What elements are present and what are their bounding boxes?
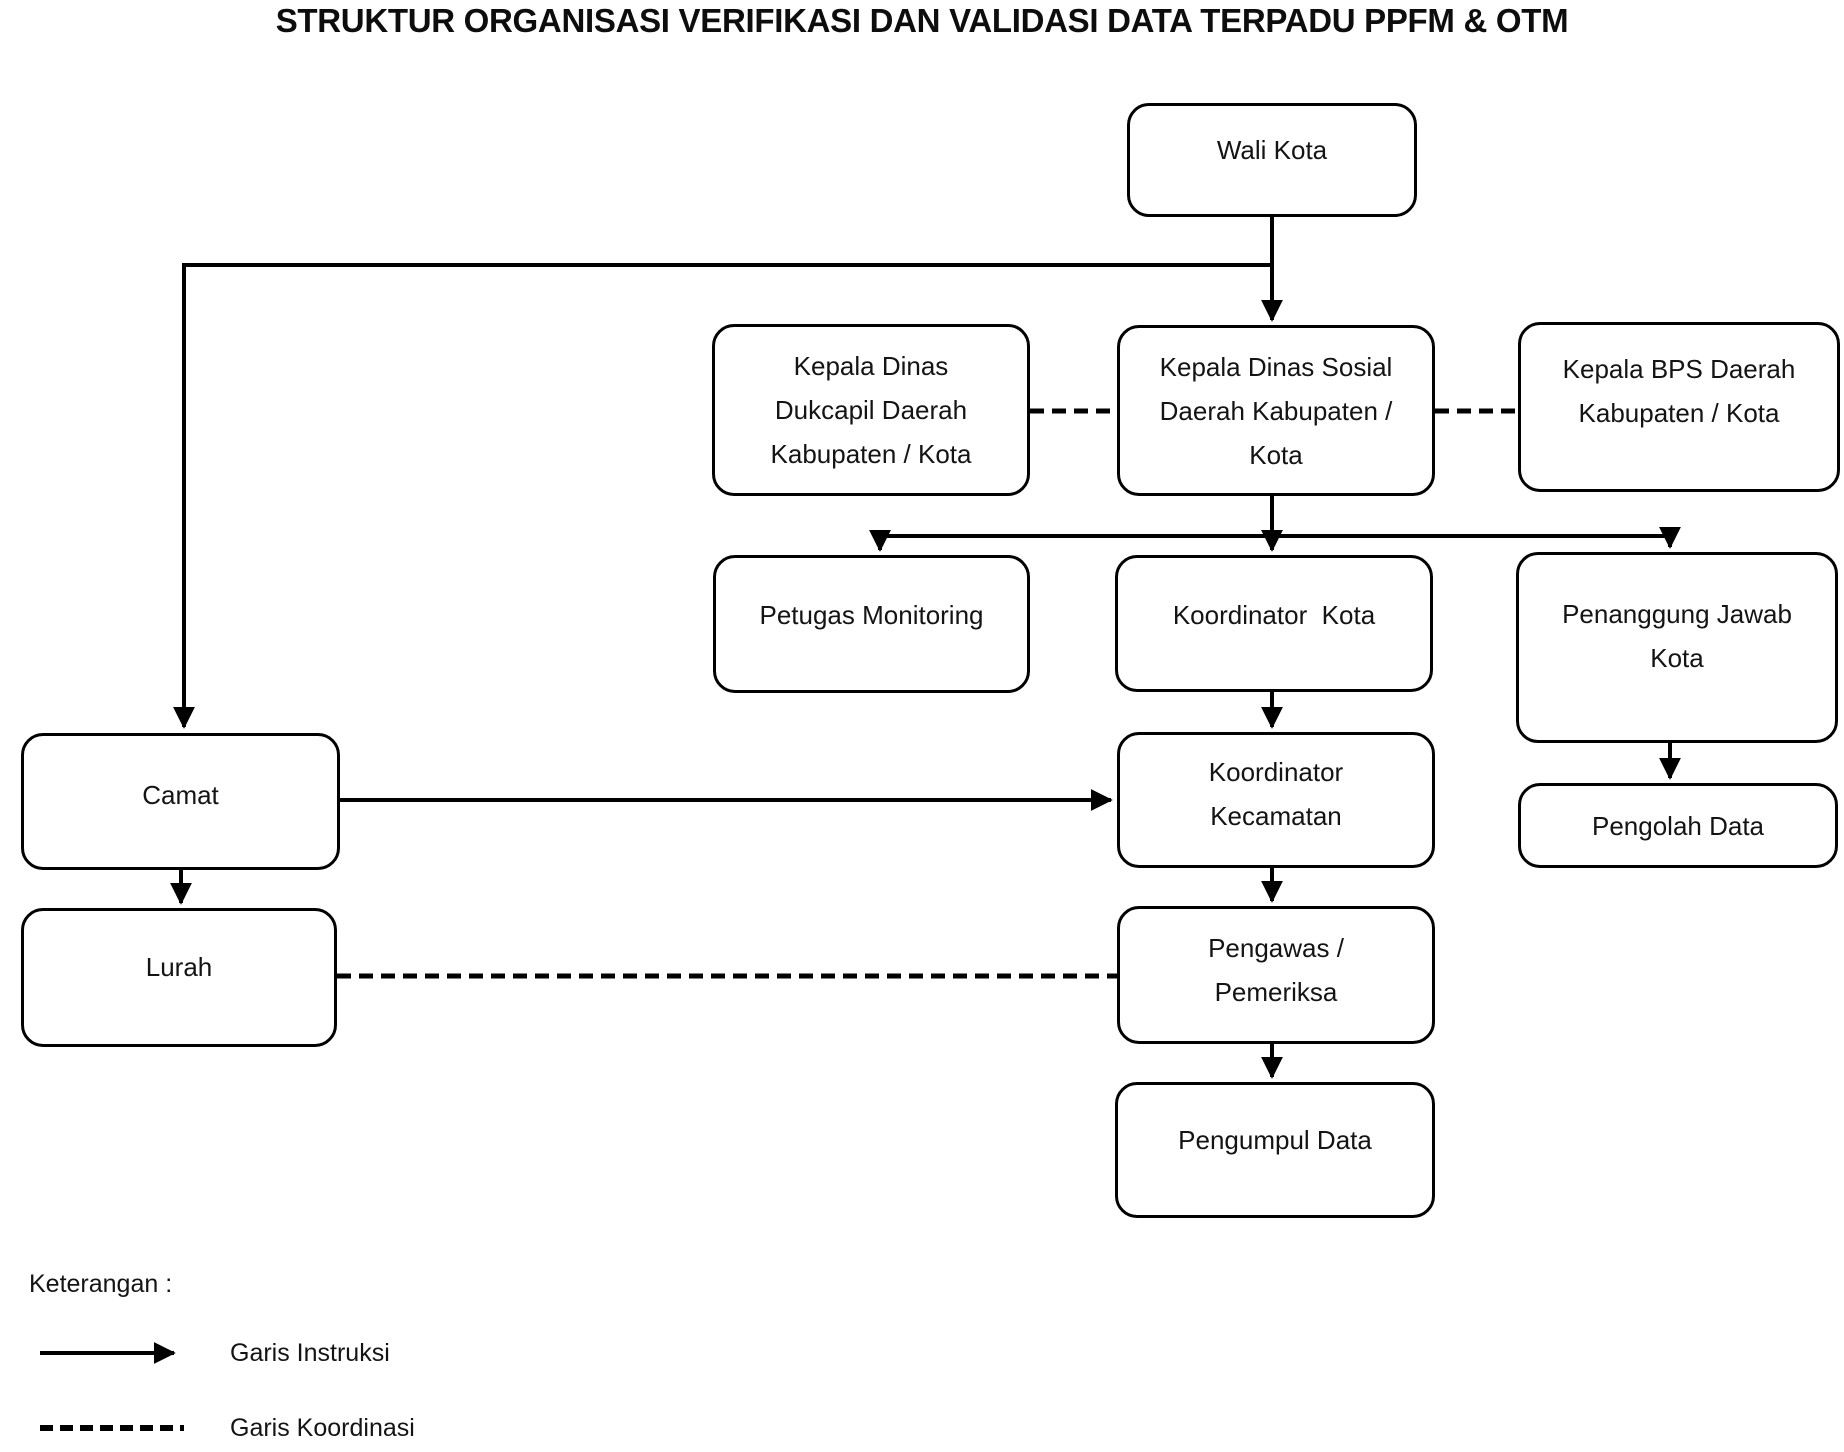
node-koordinator-kota-label: Koordinator Kota [1172, 599, 1376, 630]
node-pengawas-pemeriksa: Pengawas / Pemeriksa [1117, 906, 1435, 1044]
node-camat-label: Camat [142, 779, 219, 810]
legend-item-garis-koordinasi: Garis Koordinasi [230, 1414, 415, 1442]
node-pengumpul-data: Pengumpul Data [1115, 1082, 1435, 1218]
node-lurah: Lurah [21, 908, 337, 1047]
node-kepala-dinas-sosial: Kepala Dinas Sosial Daerah Kabupaten / K… [1117, 325, 1435, 496]
node-kepala-dinas-dukcapil-label: Kepala Dinas Dukcapil Daerah Kabupaten /… [770, 351, 972, 469]
node-pengolah-data-label: Pengolah Data [1591, 810, 1765, 841]
node-petugas-monitoring: Petugas Monitoring [713, 555, 1030, 693]
node-lurah-label: Lurah [145, 951, 213, 982]
node-kepala-bps-label: Kepala BPS Daerah Kabupaten / Kota [1562, 354, 1796, 428]
node-pengawas-pemeriksa-label: Pengawas / Pemeriksa [1208, 933, 1344, 1007]
node-camat: Camat [21, 733, 340, 870]
node-kepala-dinas-sosial-label: Kepala Dinas Sosial Daerah Kabupaten / K… [1159, 351, 1393, 470]
node-kepala-bps: Kepala BPS Daerah Kabupaten / Kota [1518, 322, 1840, 492]
node-penanggung-jawab-kota-label: Penanggung Jawab Kota [1562, 598, 1792, 673]
node-petugas-monitoring-label: Petugas Monitoring [759, 600, 984, 630]
legend-heading: Keterangan : [29, 1270, 173, 1298]
node-pengolah-data: Pengolah Data [1518, 783, 1838, 868]
node-wali-kota-label: Wali Kota [1216, 135, 1328, 165]
page-title: STRUKTUR ORGANISASI VERIFIKASI DAN VALID… [275, 2, 1569, 39]
node-koordinator-kota: Koordinator Kota [1115, 555, 1433, 692]
connector-walikota-to-camat [173, 263, 1272, 729]
node-penanggung-jawab-kota: Penanggung Jawab Kota [1516, 552, 1838, 743]
node-koordinator-kecamatan: Koordinator Kecamatan [1117, 732, 1435, 868]
node-kepala-dinas-dukcapil: Kepala Dinas Dukcapil Daerah Kabupaten /… [712, 324, 1030, 496]
legend-item-garis-instruksi: Garis Instruksi [230, 1339, 390, 1367]
node-wali-kota: Wali Kota [1127, 103, 1417, 217]
node-koordinator-kecamatan-label: Koordinator Kecamatan [1208, 757, 1344, 831]
node-pengumpul-data-label: Pengumpul Data [1178, 1125, 1372, 1155]
